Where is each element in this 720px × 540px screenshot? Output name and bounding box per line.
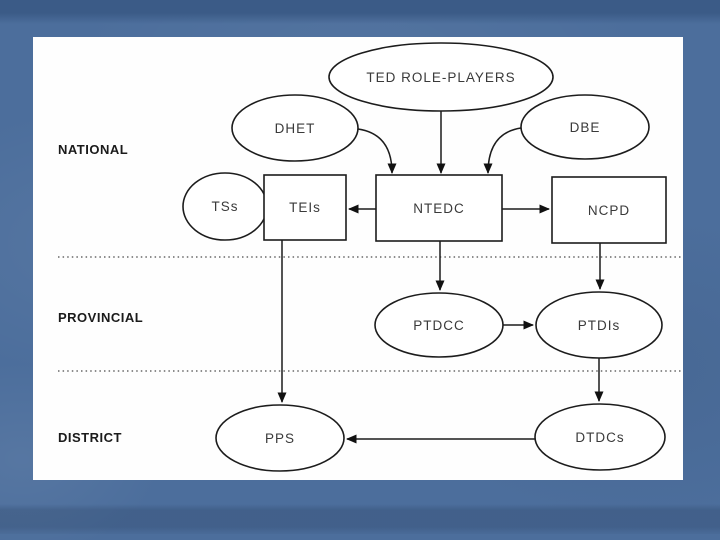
node-tss-label: TSs: [211, 199, 238, 214]
node-dbe: DBE: [520, 94, 650, 160]
node-ptdcc-label: PTDCC: [413, 318, 465, 333]
node-teis-label: TEIs: [289, 200, 321, 215]
org-structure-diagram: NATIONAL PROVINCIAL DISTRICT TEIs T: [58, 42, 681, 472]
node-ntedc-label: NTEDC: [413, 201, 465, 216]
edge-dbe-to-ntedc-arrow: [483, 127, 522, 174]
node-ncpd: NCPD: [551, 176, 667, 244]
node-dhet: DHET: [231, 94, 359, 162]
node-pps-label: PPS: [265, 431, 295, 446]
diagram-panel: NATIONAL PROVINCIAL DISTRICT TEIs T: [33, 37, 683, 480]
level-label-district: DISTRICT: [58, 430, 122, 445]
node-ted-role-players: TED ROLE-PLAYERS: [328, 42, 554, 112]
node-teis: TEIs: [263, 174, 347, 241]
node-ncpd-label: NCPD: [588, 203, 630, 218]
node-pps: PPS: [215, 404, 345, 472]
slide-bottom-band: [0, 504, 720, 534]
level-label-provincial: PROVINCIAL: [58, 310, 143, 325]
slide-top-band: [0, 0, 720, 24]
node-dtdcs: DTDCs: [534, 403, 666, 471]
edge-dhet-to-ntedc-arrow: [357, 128, 397, 174]
node-ptdcc: PTDCC: [374, 292, 504, 358]
level-label-national: NATIONAL: [58, 142, 128, 157]
node-ted-role-players-label: TED ROLE-PLAYERS: [366, 70, 515, 85]
node-ntedc: NTEDC: [375, 174, 503, 242]
node-ptdis: PTDIs: [535, 291, 663, 359]
node-dbe-label: DBE: [570, 120, 601, 135]
node-dtdcs-label: DTDCs: [575, 430, 624, 445]
node-ptdis-label: PTDIs: [578, 318, 621, 333]
node-dhet-label: DHET: [275, 121, 316, 136]
